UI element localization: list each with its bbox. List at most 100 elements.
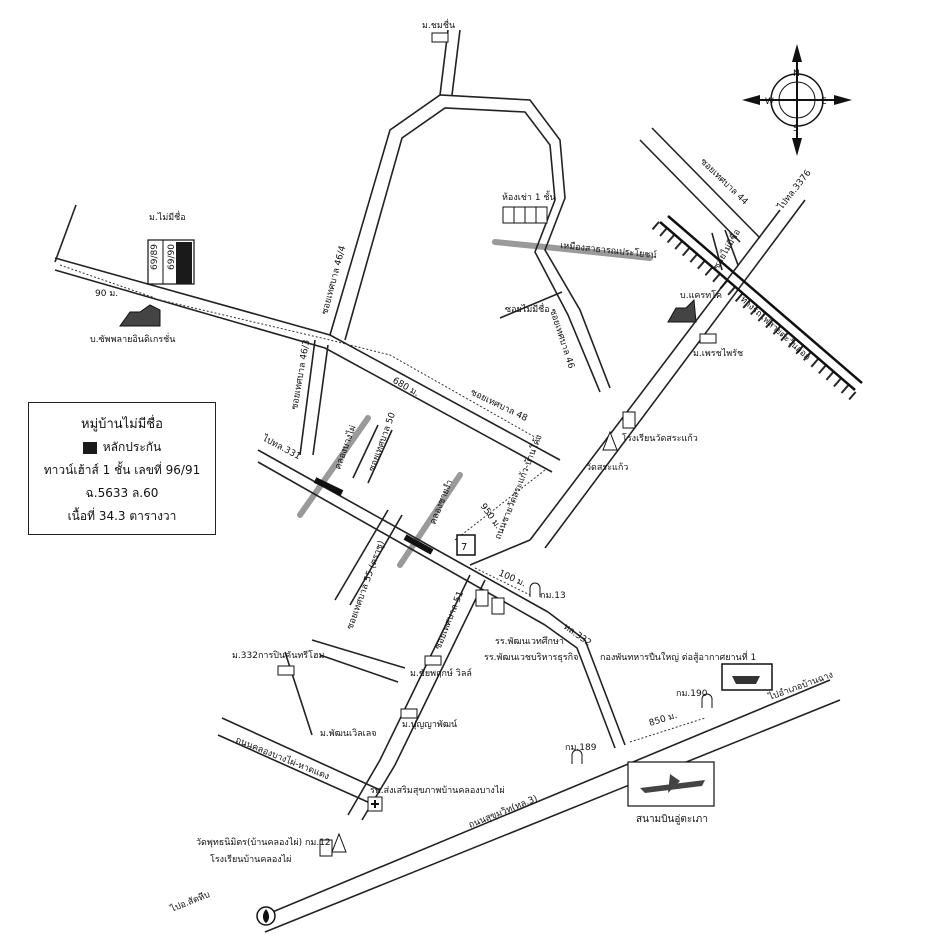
maimichue-top-label: ม.ไม่มีชื่อ (149, 210, 186, 223)
route-331-road (257, 449, 549, 613)
gas-station-icon (256, 906, 276, 926)
soi-46-3-road (299, 339, 316, 456)
public-canal (492, 239, 653, 261)
legend-title: หมู่บ้านไม่มีชื่อ (81, 417, 163, 432)
legend-box: หมู่บ้านไม่มีชื่อ หลักประกัน ทาวน์เฮ้าส์… (28, 402, 216, 535)
distance-line-950 (454, 469, 546, 541)
road-to-3376 (529, 209, 781, 541)
soi-50-road-edge (367, 429, 393, 484)
soi-46-4-label: ซอยเทศบาล 46/4 (320, 244, 348, 315)
soi-51-label: ซอยเทศบาล 51 (434, 590, 467, 651)
chomchuen-label: ม.ชมชื่น (422, 18, 455, 31)
distance-850-label: 850 ม. (648, 711, 679, 729)
hospital-label: รพ.ส่งเสริมสุขภาพบ้านคลองบางไผ่ (370, 785, 505, 796)
soi-55-label: ซอยเทศบาล 55 (ตราชู) (345, 539, 386, 631)
compass-n-label: N (793, 69, 800, 79)
airport-label: สนามบินอู่ตะเภา (636, 814, 708, 825)
company-label: บ.ซัพพลายอินดิเกรชั่น (90, 332, 175, 345)
compass-w-label: W (765, 97, 774, 107)
legend-line3: เนื้อที่ 34.3 ตารางวา (67, 509, 177, 523)
chaiyaphruek-label: ม.ชัยพฤกษ์ วิลล์ (410, 667, 472, 679)
soi-46-3-label: ซอยเทศบาล 46/3 (290, 339, 312, 411)
hospital-icon (367, 796, 383, 812)
rental-label: ห้องเช่า 1 ชั้น (502, 190, 556, 203)
km-marker-icon (529, 582, 713, 764)
soi-46-3-road-edge (312, 344, 329, 456)
to-331-label: ไปทล.331 (260, 432, 303, 462)
army-label: กองพันทหารปืนใหญ่ ต่อสู้อากาศยานที่ 1 (600, 650, 756, 663)
school-icon (319, 411, 636, 857)
airport-icon (627, 761, 715, 807)
route-332-road-edge (544, 624, 616, 749)
seven-eleven-icon: 7 (456, 534, 476, 556)
km189-label: กม.189 (565, 743, 597, 753)
army-base-icon (721, 663, 773, 691)
route-332-label: ทล.332 (561, 622, 593, 648)
soi-maimichue-mid-label: ซอยไม่มีชื่อ (505, 302, 550, 315)
soi-55-road (334, 509, 389, 601)
housing-icon (277, 32, 717, 719)
wat-phuttha-label: วัดพุทธนิมิตร(บ้านคลองไผ่) กม.12 (196, 837, 331, 848)
compass-rose-icon: N S W E (742, 44, 852, 156)
connector-road (469, 539, 531, 566)
legend-line2: ฉ.5633 ล.60 (85, 486, 159, 500)
srakaew-road-label: ถนนชายวัดสระแก้ว-บ้านโค้ง (493, 433, 545, 541)
distance-line-680 (159, 299, 541, 441)
phatthanawet-business-label: รร.พัฒนเวชบริหารธุรกิจ (484, 652, 578, 663)
sukhumvit-road (257, 679, 831, 919)
seven-eleven-label: 7 (461, 542, 467, 553)
unit-6990-label: 69/90 (167, 244, 177, 270)
factory-icon (119, 304, 161, 327)
school-watsrakaew-label: โรงเรียนวัดสระแก้ว (622, 433, 698, 444)
soi-50-label: ซอยเทศบาล 50 (367, 411, 398, 473)
to-sattahip-label: ไปอ.สัตหีบ (168, 889, 212, 915)
phatthanawet-school-label: รร.พัฒนเวทศึกษา (495, 636, 564, 647)
unit-6989-label: 69/89 (150, 244, 160, 270)
soi-332-road (284, 651, 313, 736)
legend-collateral-row: หลักประกัน (29, 438, 215, 457)
soi-46-4-loop (329, 94, 611, 389)
compass-s-label: S (793, 124, 799, 134)
sukhumvit-road-edge (264, 699, 841, 933)
legend-collateral-label: หลักประกัน (102, 440, 162, 454)
soi-48-label: ซอยเทศบาล 48 (469, 388, 529, 424)
collateral-property-icon (147, 239, 195, 285)
collateral-swatch-icon (82, 441, 97, 454)
school-klong-label: โรงเรียนบ้านคลองไผ่ (210, 854, 291, 865)
bangphai-canal (297, 415, 371, 518)
sai-ngam-canal (397, 472, 463, 568)
compass-e-label: E (821, 97, 827, 107)
bridge-icon (313, 477, 434, 555)
soi-51-road-edge (361, 579, 486, 821)
pupruksa-label: ม.ปุญญาพัฒน์ (402, 718, 457, 730)
soi-51-road (347, 574, 471, 816)
klong-road-label: ถนนคลองบางไผ่-หาดแดง (234, 735, 331, 783)
klong-bangphai-road (221, 717, 381, 791)
to-3376-label: ไปทล.3376 (775, 167, 814, 212)
klong-bangphai-road-edge (217, 734, 371, 804)
soi-maimichue-road (499, 291, 563, 319)
kornnitko-label: บ.แครทโค (680, 290, 722, 301)
soi-maimichue-right-road-edge (724, 229, 739, 266)
sai-ngam-canal-label: คลองชายงำ (428, 478, 456, 526)
km13-label: กม.13 (540, 591, 566, 601)
temple-icon (331, 430, 618, 853)
chomchuen-road-edge (451, 29, 461, 96)
distance-line-850 (629, 717, 706, 743)
railway-label: ทางรถไฟสายตะวันออก (738, 294, 813, 363)
soi-chaiyaphruek-road (311, 639, 406, 669)
rental-rooms-icon (502, 206, 548, 224)
soi-chaiyaphruek-road-edge (319, 654, 399, 683)
soi-44-road-edge (639, 139, 741, 243)
soi-55-road-edge (349, 514, 403, 606)
soi-44-road (651, 127, 761, 239)
west-vertical-road (54, 204, 77, 263)
distance-680-label: 680 ม. (391, 376, 421, 399)
bangphai-canal-label: คลองบางไผ่ (332, 424, 358, 471)
to-ban-chang-label: ไปอำเภอบ้านฉาง (766, 669, 834, 703)
road-to-3376-edge (544, 199, 806, 549)
railway-line (651, 215, 863, 402)
soi-maimichue-right-road (711, 232, 723, 271)
kornnitko-factory-icon (667, 298, 697, 323)
